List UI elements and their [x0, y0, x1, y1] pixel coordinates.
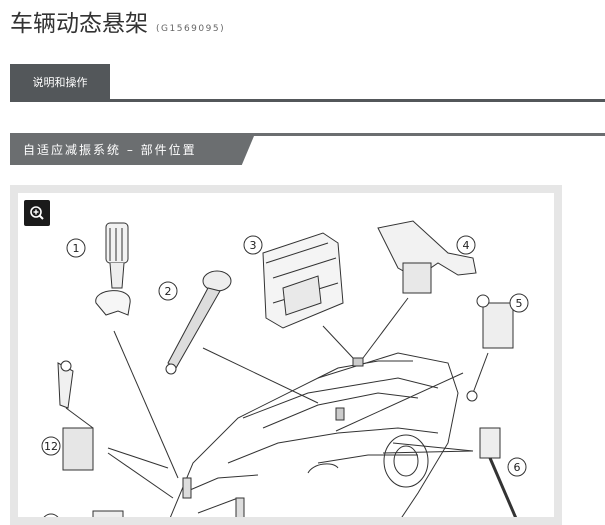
tab-description-operation[interactable]: 说明和操作	[10, 64, 110, 101]
leader-6b	[382, 450, 474, 454]
section-rule	[10, 133, 605, 136]
leader-5	[335, 372, 464, 432]
zoom-button[interactable]	[24, 200, 50, 226]
callout-1: 1	[73, 242, 80, 255]
leader-4	[362, 297, 409, 359]
leader-1	[113, 330, 179, 479]
figure-canvas: 1 2 3 4 5 6 12 11	[18, 193, 554, 517]
callout-5: 5	[516, 297, 523, 310]
leader-3	[322, 325, 354, 359]
callout-12-circle	[41, 436, 61, 456]
callout-2: 2	[165, 285, 172, 298]
leader-6	[392, 442, 474, 452]
zoom-in-icon	[30, 206, 44, 220]
callout-6-circle	[507, 457, 527, 477]
callout-4: 4	[463, 239, 470, 252]
section-banner: 自适应减振系统 – 部件位置	[10, 136, 254, 165]
callout-5-circle	[509, 293, 529, 313]
vehicle-outline	[169, 352, 459, 517]
leader-12b	[107, 452, 174, 499]
callout-4-circle	[456, 235, 476, 255]
component-location-diagram: 1 2 3 4 5 6 12 11	[41, 220, 529, 517]
damper	[165, 270, 232, 375]
height-sensor	[466, 294, 514, 402]
tab-underline	[10, 99, 605, 102]
callout-11-circle	[43, 513, 59, 517]
page-title-text: 车辆动态悬架	[10, 11, 148, 37]
control-module	[262, 232, 344, 329]
air-strut	[95, 222, 131, 316]
callout-2-circle	[158, 281, 178, 301]
callout-3-circle	[243, 235, 263, 255]
tab-label: 说明和操作	[32, 76, 88, 89]
leader-2	[202, 347, 319, 404]
figure-frame: 1 2 3 4 5 6 12 11	[10, 185, 562, 525]
callout-1-circle	[66, 238, 86, 258]
height-sensor-rear	[479, 427, 518, 517]
page-title: 车辆动态悬架 (G1569095)	[10, 4, 225, 38]
accelerometer-bracket	[377, 220, 477, 294]
callout-12: 12	[44, 440, 58, 453]
leader-12	[107, 447, 169, 469]
wheel-arm-sensor	[57, 360, 94, 471]
callout-6: 6	[514, 461, 521, 474]
doc-code: (G1569095)	[156, 24, 226, 34]
callout-3: 3	[250, 239, 257, 252]
section-title: 自适应减振系统 – 部件位置	[23, 143, 197, 157]
